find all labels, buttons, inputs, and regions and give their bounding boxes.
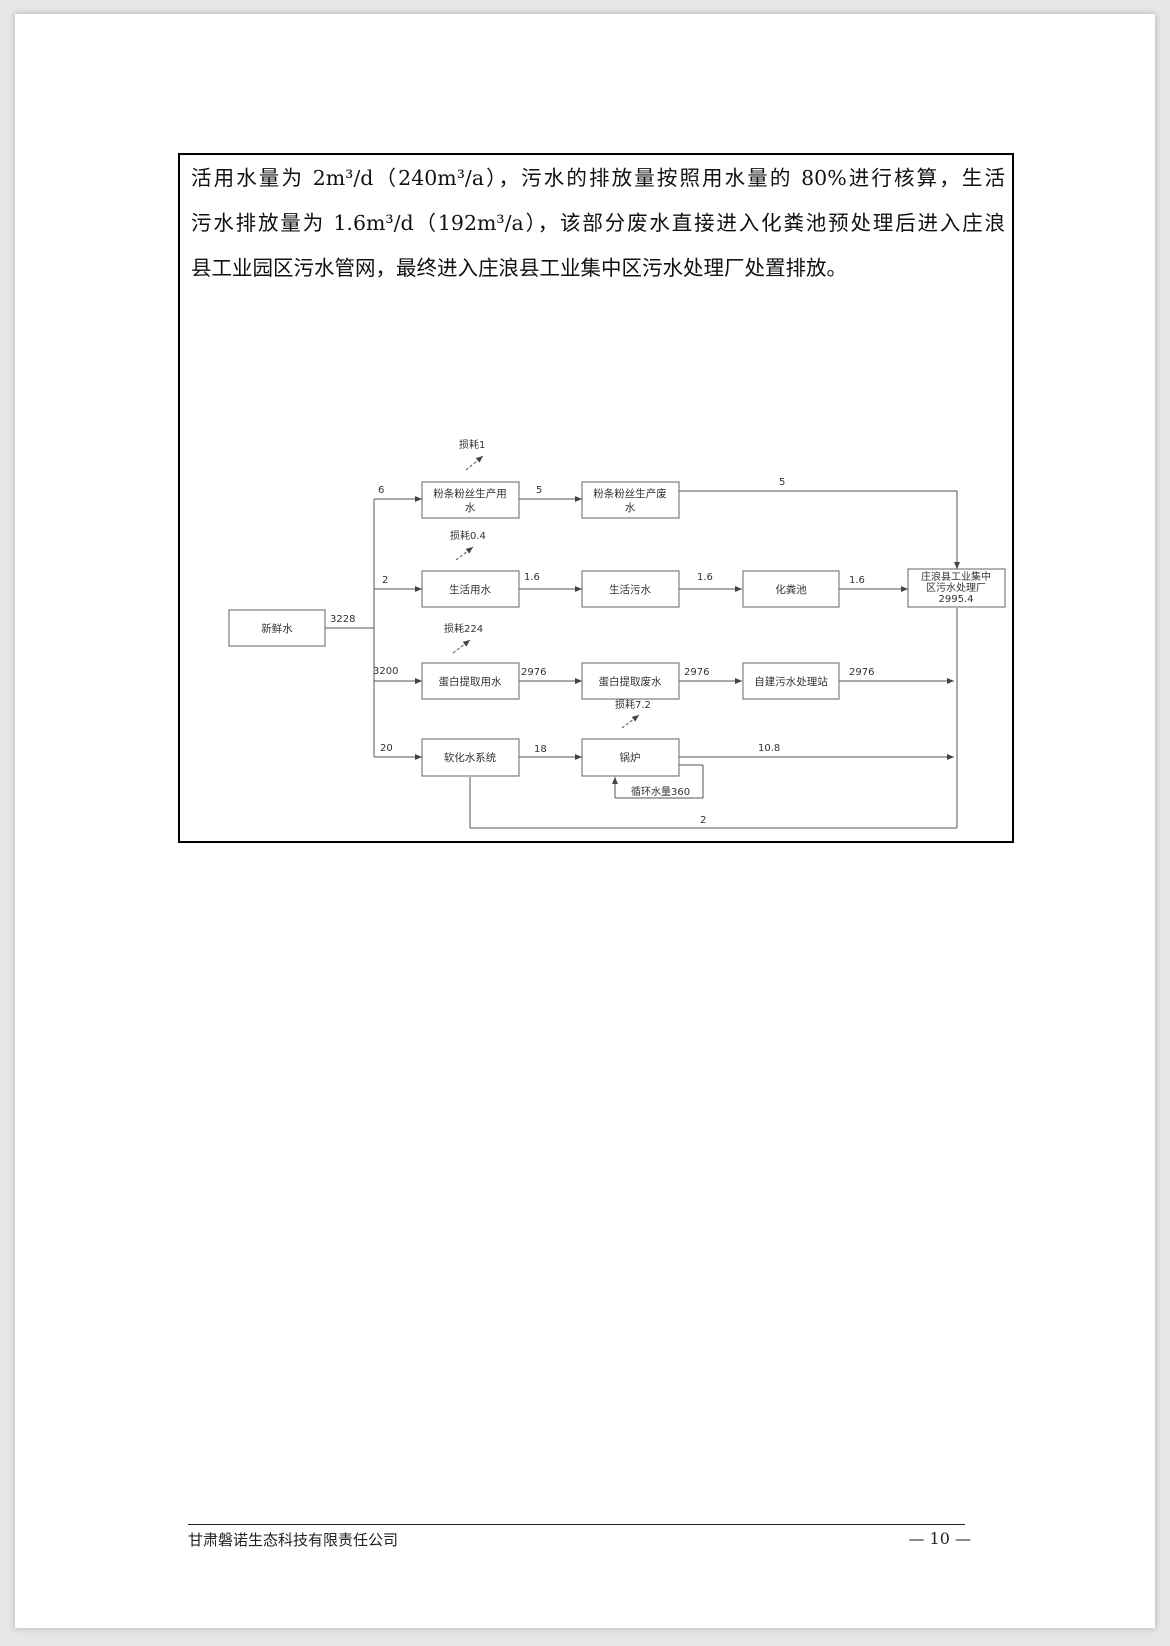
flow-value: 3228: [330, 614, 355, 625]
node-protein-waste: [581, 662, 680, 700]
flow-value: 2: [382, 575, 388, 586]
flow-value: 10.8: [758, 743, 780, 754]
node-protein-use: [421, 662, 520, 700]
node-boiler: [581, 738, 680, 777]
loss-arrow: [465, 455, 484, 471]
node-label: 粉条粉丝生产废: [593, 487, 667, 500]
flow-value: 1.6: [849, 575, 865, 586]
flow-value: 2976: [684, 667, 709, 678]
flow-value: 5: [536, 485, 542, 496]
loss-arrow: [621, 714, 640, 729]
loss-arrow: [452, 639, 471, 654]
node-septic-tank: [742, 570, 840, 608]
paragraph-line: 县工业园区污水管网，最终进入庄浪县工业集中区污水处理厂处置排放。: [191, 256, 847, 280]
content-frame: 活用水量为 2m³/d（240m³/a），污水的排放量按照用水量的 80%进行核…: [178, 153, 1014, 843]
node-noodle-use: [421, 481, 520, 519]
node-label: 蛋白提取废水: [599, 675, 662, 688]
paragraph-line: 污水排放量为 1.6m³/d（192m³/a），该部分废水直接进入化粪池预处理后…: [191, 211, 1005, 235]
node-label: 蛋白提取用水: [439, 675, 502, 688]
footer-company: 甘肃磐诺生态科技有限责任公司: [188, 1531, 399, 1549]
node-domestic-sewage: [581, 570, 680, 608]
node-label: 粉条粉丝生产用: [433, 487, 507, 500]
footer-divider: [188, 1524, 965, 1525]
node-label: 庄浪县工业集中: [921, 570, 991, 583]
flow-value: 2976: [849, 667, 874, 678]
document-page: 活用水量为 2m³/d（240m³/a），污水的排放量按照用水量的 80%进行核…: [15, 14, 1155, 1628]
node-noodle-waste: [581, 481, 680, 519]
flow-value: 6: [378, 485, 384, 496]
flow-value: 3200: [373, 666, 398, 677]
flow-value: 1.6: [697, 572, 713, 583]
page-number: — 10 —: [908, 1529, 971, 1548]
node-softening: [421, 738, 520, 777]
node-label: 自建污水处理站: [754, 675, 828, 688]
node-label: 锅炉: [620, 752, 641, 764]
node-wwtp: [907, 568, 1006, 608]
node-label: 软化水系统: [444, 751, 497, 764]
loss-arrow: [455, 546, 474, 561]
node-label: 生活污水: [609, 583, 651, 596]
node-label: 2995.4: [939, 594, 974, 605]
flow-value: 1.6: [524, 572, 540, 583]
body-paragraph: 活用水量为 2m³/d（240m³/a），污水的排放量按照用水量的 80%进行核…: [191, 157, 1005, 292]
node-label: 生活用水: [449, 583, 491, 596]
node-own-station: [742, 662, 840, 700]
paragraph-line: 活用水量为 2m³/d（240m³/a），污水的排放量按照用水量的 80%进行核…: [191, 166, 1005, 190]
flow-value: 循环水量360: [631, 785, 690, 798]
node-label: 水: [465, 502, 476, 514]
node-fresh-water: [228, 609, 326, 647]
node-label: 化粪池: [775, 583, 807, 596]
loss-label: 损耗224: [444, 622, 483, 635]
flow-value: 2: [700, 815, 706, 826]
loss-label: 损耗1: [459, 438, 485, 451]
node-label: 水: [625, 502, 636, 514]
flow-value: 20: [380, 743, 393, 754]
loss-label: 损耗7.2: [615, 698, 651, 711]
node-domestic-use: [421, 570, 520, 608]
flow-value: 2976: [521, 667, 546, 678]
water-balance-diagram: 新鲜水 粉条粉丝生产用 水 粉条粉丝生产废 水 生活用水 生活污水 化粪池 庄浪…: [228, 438, 1006, 829]
loss-label: 损耗0.4: [450, 529, 486, 542]
flow-value: 5: [779, 477, 785, 488]
flow-value: 18: [534, 744, 547, 755]
node-label: 区污水处理厂: [926, 582, 986, 594]
node-label: 新鲜水: [261, 622, 293, 635]
